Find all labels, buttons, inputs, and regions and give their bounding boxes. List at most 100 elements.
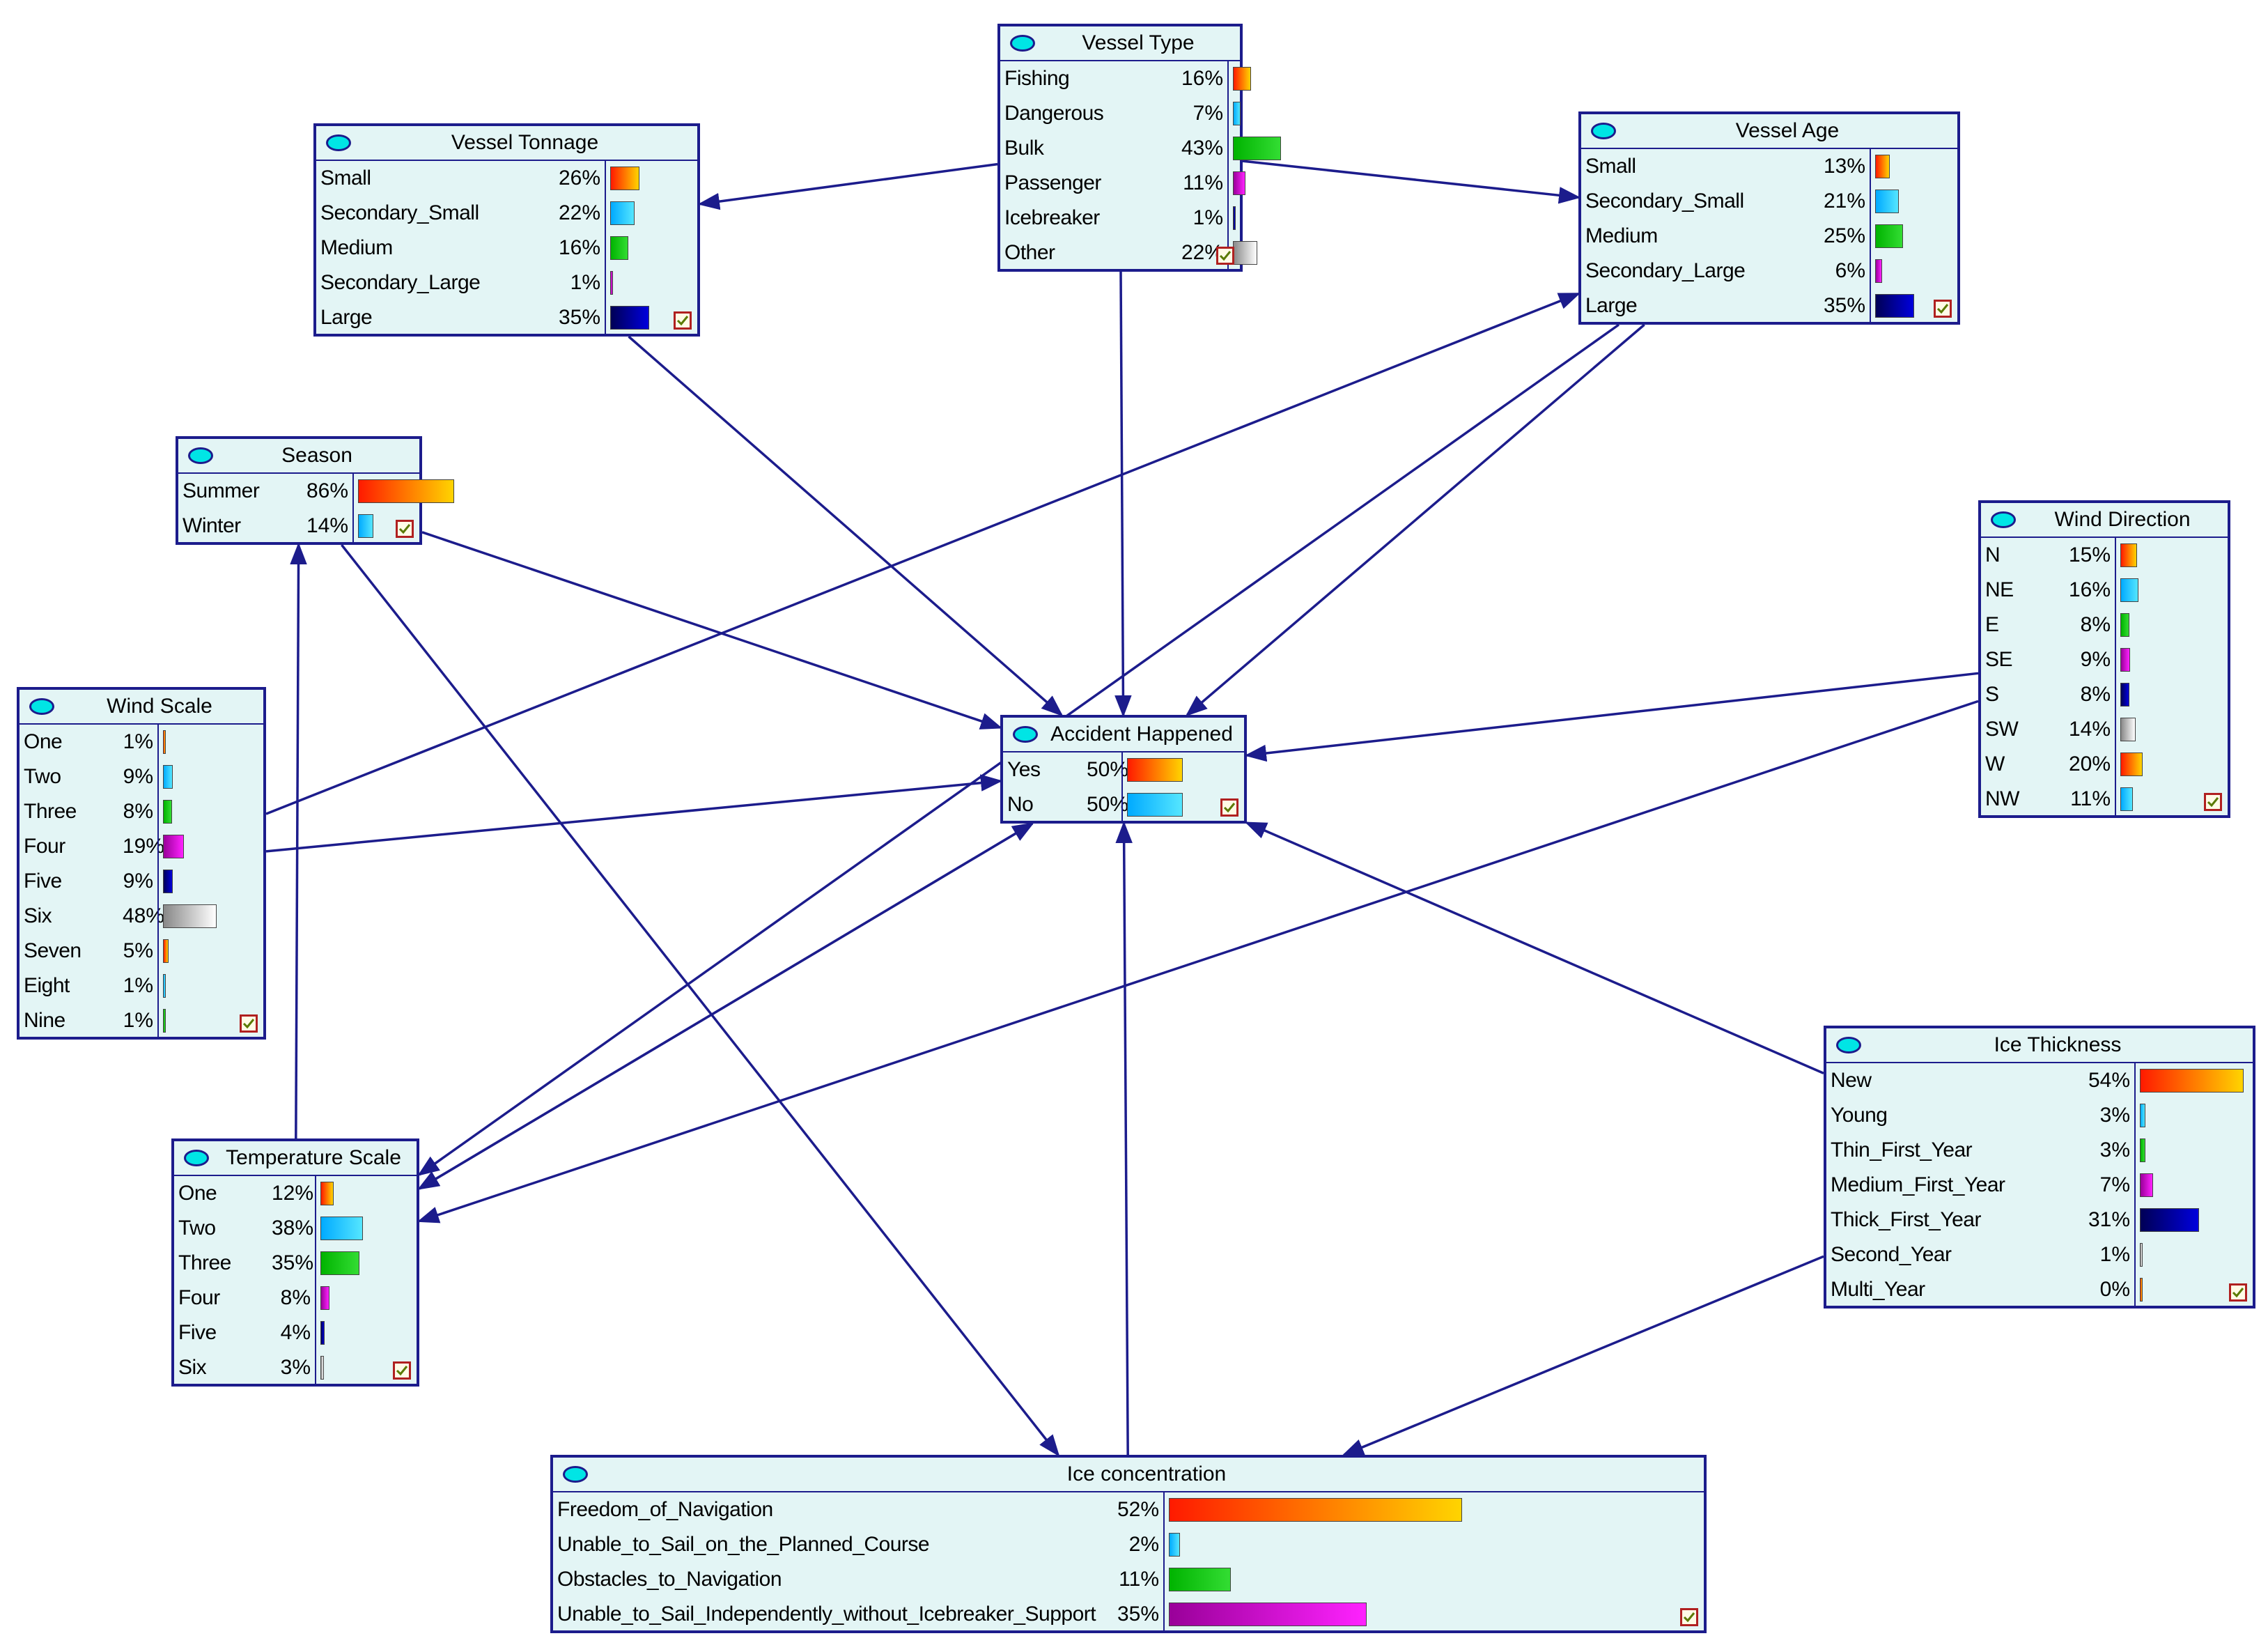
node-header[interactable]: Ice concentration — [553, 1458, 1704, 1492]
checkmark-icon[interactable] — [1934, 300, 1952, 318]
node-header[interactable]: Wind Scale — [20, 690, 263, 725]
state-label: Eight — [24, 974, 70, 997]
probability-bar-track — [157, 934, 263, 968]
checkmark-icon[interactable] — [396, 520, 414, 538]
checkmark-icon[interactable] — [2229, 1283, 2247, 1302]
checkmark-icon[interactable] — [1220, 798, 1238, 817]
state-percentage: 2% — [1128, 1533, 1159, 1556]
checkmark-icon[interactable] — [240, 1014, 258, 1033]
probability-bar-track — [605, 196, 697, 231]
state-label: Four — [24, 835, 65, 858]
state-label: Secondary_Large — [320, 271, 481, 294]
node-header[interactable]: Vessel Tonnage — [316, 126, 697, 161]
node-header[interactable]: Wind Direction — [1981, 503, 2228, 538]
node-header[interactable]: Vessel Age — [1581, 114, 1957, 149]
checkmark-icon[interactable] — [2204, 793, 2222, 811]
probability-bar — [1233, 171, 1245, 195]
state-label: Medium — [320, 236, 393, 259]
node-header[interactable]: Ice Thickness — [1826, 1028, 2253, 1063]
checkmark-icon[interactable] — [674, 311, 692, 330]
state-percentage: 8% — [123, 800, 153, 823]
node-header[interactable]: Temperature Scale — [174, 1141, 417, 1176]
probability-bar-track — [315, 1281, 417, 1315]
node-header[interactable]: Accident Happened — [1003, 718, 1244, 752]
node-header[interactable]: Season — [178, 439, 419, 474]
edge-vessel-type-to-accident-happened — [1114, 271, 1132, 718]
checkmark-icon[interactable] — [393, 1361, 411, 1380]
state-row[interactable]: Unable_to_Sail_Independently_without_Ice… — [553, 1597, 1704, 1632]
oval-node-icon — [1013, 726, 1038, 743]
checkmark-icon[interactable] — [1216, 247, 1234, 265]
probability-bar-track — [352, 509, 419, 543]
probability-bar — [1169, 1533, 1181, 1557]
probability-bar-track — [2134, 1063, 2253, 1098]
state-percentage: 1% — [123, 1009, 153, 1032]
checkmark-icon[interactable] — [1680, 1608, 1698, 1626]
node-header[interactable]: Vessel Type — [1000, 26, 1240, 61]
